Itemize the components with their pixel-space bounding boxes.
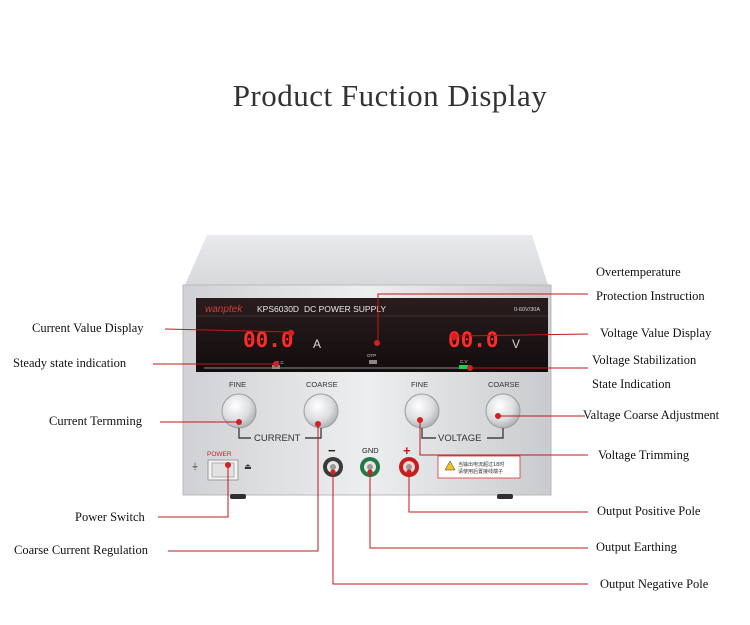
warning-text-1: 当输出电流超过18时: [458, 461, 504, 468]
label-voltage-coarse: Valtage Coarse Adjustment: [583, 408, 720, 422]
warning-icon: [444, 460, 456, 471]
terminal-negative[interactable]: [323, 457, 343, 477]
voltage-group-label: VOLTAGE: [438, 433, 481, 444]
terminal-gnd-label: GND: [362, 446, 379, 455]
knob-voltage-fine[interactable]: [404, 393, 440, 429]
label-output-negative: Output Negative Pole: [600, 577, 709, 591]
label-current-value-display: Current Value Display: [32, 321, 144, 335]
knob-current-coarse[interactable]: [303, 393, 339, 429]
top-cover: [185, 235, 548, 285]
brand-logo: wanptek: [205, 304, 243, 315]
terminal-positive[interactable]: [399, 457, 419, 477]
label-current-trimming: Current Termming: [49, 414, 142, 428]
cv-label: C.V: [460, 359, 468, 364]
knob-coarse-current-label: COARSE: [306, 380, 338, 389]
cc-label: C.C: [276, 360, 285, 365]
foot-right: [497, 494, 513, 499]
warning-text-2: 请使用后置接线端子: [458, 468, 503, 475]
label-overtemp-line1: Overtemperature: [596, 265, 681, 279]
otp-indicator-light: [369, 360, 377, 364]
terminal-minus-label: −: [328, 443, 336, 458]
callout-lines: [153, 293, 589, 585]
model-name: KPS6030D: [257, 304, 299, 314]
voltage-unit: V: [512, 337, 520, 351]
label-voltage-trimming: Voltage Trimming: [598, 448, 690, 462]
page-title: Product Fuction Display: [232, 78, 548, 113]
label-overtemp-line2: Protection Instruction: [596, 289, 705, 303]
knob-coarse-voltage-label: COARSE: [488, 380, 520, 389]
current-unit: A: [313, 337, 321, 351]
current-group-label: CURRENT: [254, 433, 301, 444]
power-label: POWER: [207, 451, 232, 458]
label-power-switch: Power Switch: [75, 510, 145, 524]
knob-fine-current-label: FINE: [229, 380, 246, 389]
callout-dots: [225, 329, 501, 475]
power-on-symbol: ⏏: [244, 462, 252, 471]
label-steady-state: Steady state indication: [13, 356, 127, 370]
foot-left: [230, 494, 246, 499]
terminal-plus-label: +: [403, 443, 411, 458]
terminal-ground[interactable]: [360, 457, 380, 477]
label-coarse-current: Coarse Current Regulation: [14, 543, 148, 557]
rating-label: 0-60V/30A: [514, 307, 540, 313]
label-output-positive: Output Positive Pole: [597, 504, 701, 518]
knob-fine-voltage-label: FINE: [411, 380, 428, 389]
current-group-bracket: [238, 428, 322, 439]
cv-indicator-light: [459, 365, 468, 369]
warning-sticker: [437, 455, 521, 479]
voltage-reading: 00.0: [448, 328, 499, 352]
label-output-earthing: Output Earthing: [596, 540, 677, 554]
otp-label: OTP: [367, 353, 376, 358]
power-off-symbol: ⏚: [191, 462, 199, 471]
label-voltage-value-display: Voltage Value Display: [600, 326, 712, 340]
voltage-group-bracket: [421, 428, 504, 439]
label-voltage-stab-line1: Voltage Stabilization: [592, 353, 697, 367]
product-name: DC POWER SUPPLY: [304, 304, 386, 314]
knob-voltage-coarse[interactable]: [485, 393, 521, 429]
label-voltage-stab-line2: State Indication: [592, 377, 671, 391]
